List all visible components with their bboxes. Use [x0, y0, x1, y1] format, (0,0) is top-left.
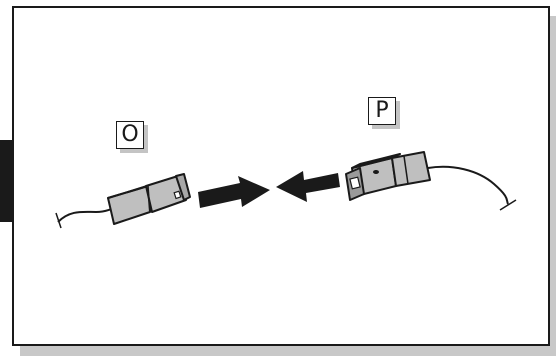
left-cable-end — [55, 212, 62, 229]
left-connector-pin-slot — [173, 190, 182, 200]
right-connector-socket — [349, 176, 361, 190]
left-connector-ridge — [147, 185, 151, 213]
right-connector-top — [351, 153, 401, 169]
right-cable — [427, 165, 509, 205]
right-connector-latch — [373, 170, 379, 174]
right-cable-end — [499, 199, 517, 211]
illustration-frame — [12, 6, 550, 346]
callout-p-label: P — [368, 97, 396, 125]
right-connector-seam — [403, 155, 409, 185]
arrow-left-icon — [276, 171, 340, 202]
right-connector-body — [391, 151, 431, 187]
arrow-right-icon — [198, 176, 270, 208]
callout-o: O — [116, 121, 148, 153]
left-connector-o — [107, 173, 191, 225]
page-edge-tab — [0, 140, 13, 222]
callout-o-label: O — [116, 121, 144, 149]
callout-p: P — [368, 97, 400, 129]
left-connector-face — [175, 173, 191, 201]
right-connector-p — [345, 151, 431, 201]
